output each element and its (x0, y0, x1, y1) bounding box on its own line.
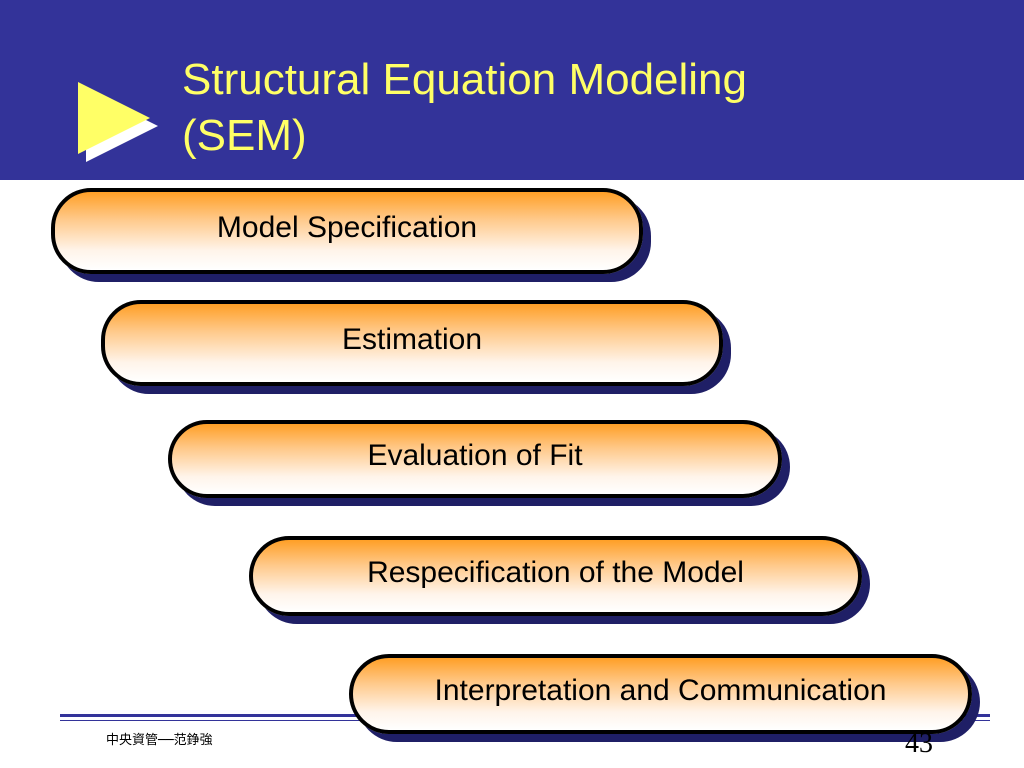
play-arrow-icon (78, 82, 158, 162)
step-model-specification: Model Specification (51, 188, 643, 274)
step-estimation: Estimation (101, 300, 723, 386)
step-label: Model Specification (216, 211, 478, 244)
step-label: Interpretation and Communication (434, 674, 887, 707)
title-line-2: (SEM) (182, 111, 307, 160)
page-number: 43 (905, 728, 933, 759)
header-band (0, 0, 1024, 180)
step-label: Estimation (341, 323, 483, 356)
step-interpretation: Interpretation and Communication (349, 654, 972, 734)
step-evaluation-of-fit: Evaluation of Fit (168, 420, 782, 498)
step-label: Evaluation of Fit (367, 439, 583, 472)
slide-title: Structural Equation Modeling (SEM) (182, 52, 902, 164)
step-respecification: Respecification of the Model (249, 536, 862, 616)
footer-author: 中央資管──范錚強 (106, 733, 213, 748)
title-line-1: Structural Equation Modeling (182, 55, 747, 104)
step-label: Respecification of the Model (367, 556, 744, 589)
